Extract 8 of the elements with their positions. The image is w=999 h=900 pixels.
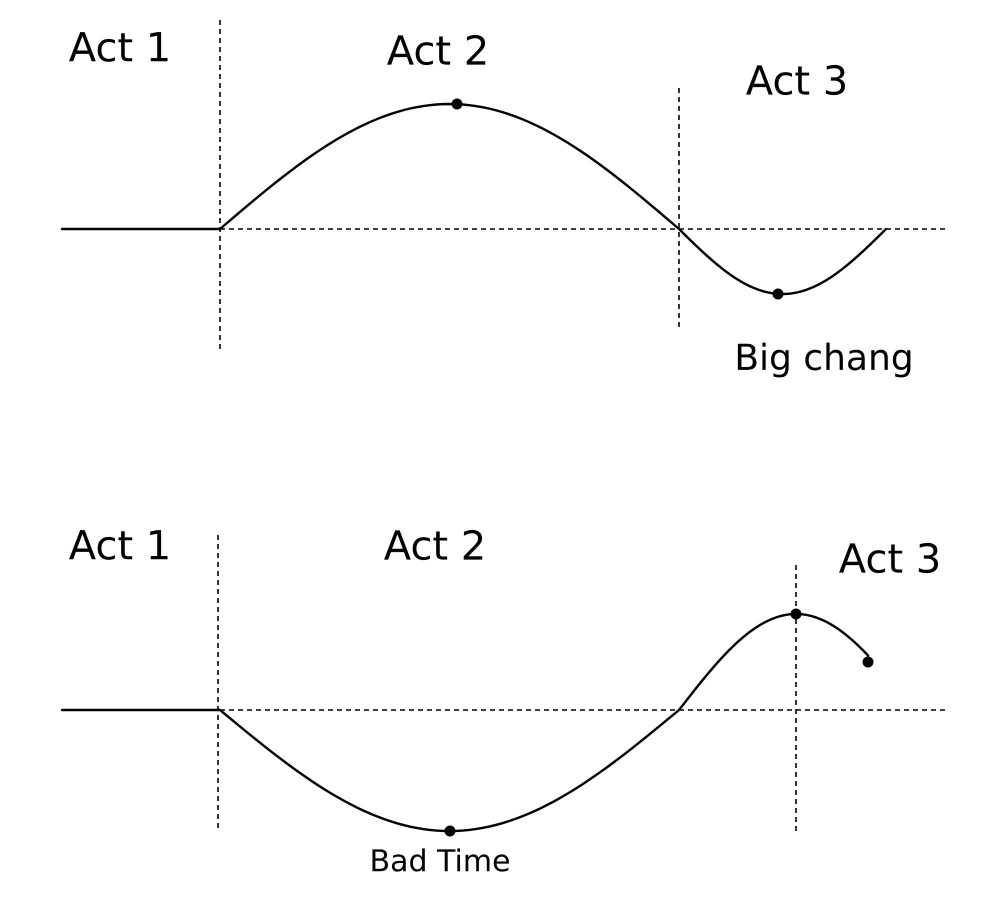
act-label: Act 1 bbox=[69, 32, 168, 62]
act-label: Act 3 bbox=[839, 542, 938, 574]
annotation-label: Bad Time bbox=[372, 848, 509, 872]
act-label: Act 3 bbox=[746, 64, 846, 96]
act-label: Act 2 bbox=[384, 530, 482, 560]
annotation-label: Big chang bbox=[738, 342, 910, 378]
act-label: Act 2 bbox=[387, 34, 486, 66]
act-label: Act 1 bbox=[69, 530, 168, 560]
